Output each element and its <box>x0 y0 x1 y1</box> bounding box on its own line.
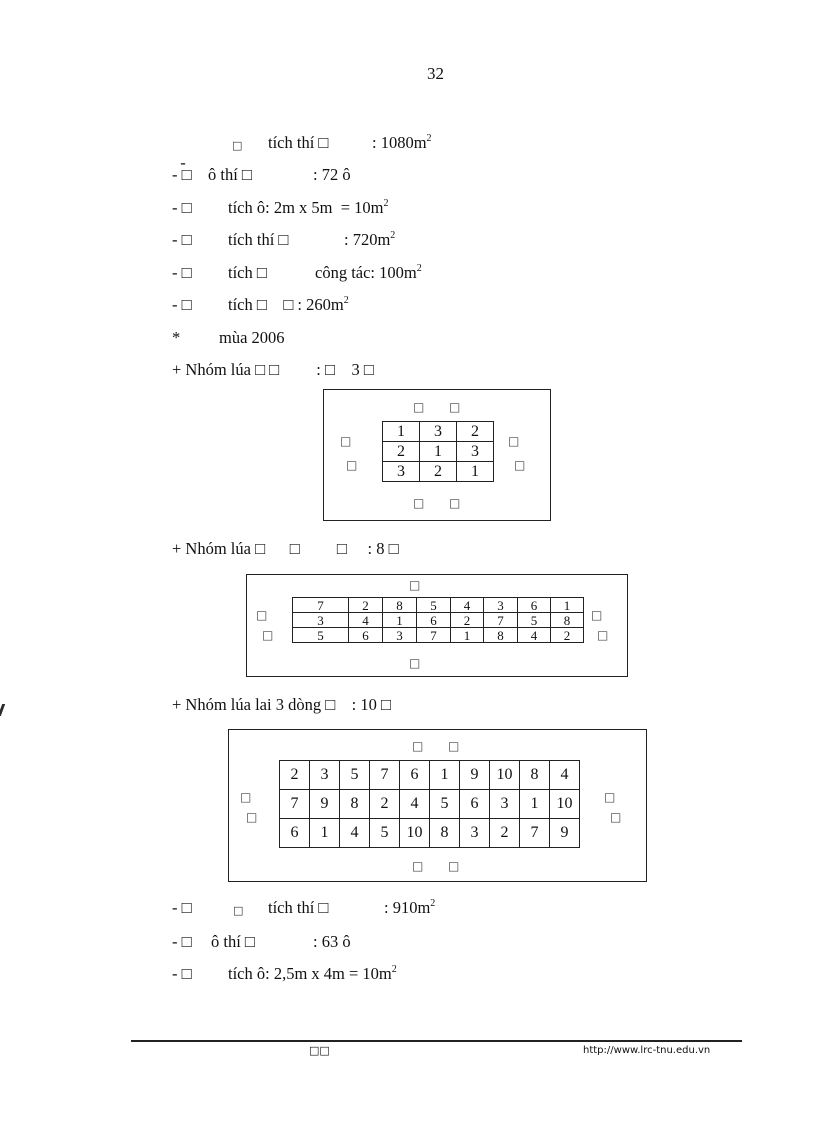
line-value: : 910m2 <box>384 898 436 917</box>
marker-icon: □ <box>449 496 461 510</box>
marker-icon: □ <box>340 434 352 448</box>
footer-code: □□ <box>309 1044 330 1057</box>
line-text: tích thí □ <box>268 898 329 917</box>
group3-heading: + Nhóm lúa lai 3 dòng □ : 10 □ <box>172 695 391 714</box>
marker-icon: □ <box>256 608 268 622</box>
missing-glyph-icon: □ <box>232 139 243 152</box>
marker-icon: □ <box>508 434 520 448</box>
bullet-line-plot-size-2-prefix: - □ <box>172 964 192 983</box>
page-number: 32 <box>427 64 444 83</box>
group1-heading: + Nhóm lúa □ □ : □ 3 □ <box>172 360 374 379</box>
line-text: tích ô: 2m x 5m = 10m2 <box>228 198 389 217</box>
marker-icon: □ <box>409 656 421 670</box>
marker-icon: □ <box>514 458 526 472</box>
bullet-line-other-area-prefix: - □ <box>172 295 192 314</box>
line-value: : 63 ô <box>313 932 351 951</box>
marker-icon: □ <box>448 739 460 753</box>
group2-field-frame <box>246 574 628 677</box>
line-text: ô thí □ <box>208 165 252 184</box>
footer-rule <box>131 1040 742 1042</box>
bullet-line-work-area-prefix: - □ <box>172 263 192 282</box>
line-text: tích thí □ <box>268 133 329 152</box>
marker-icon: □ <box>346 458 358 472</box>
line-text: tích □ □ : 260m2 <box>228 295 349 314</box>
scan-edge-mark <box>0 704 6 716</box>
line-text: ô thí □ <box>211 932 255 951</box>
line-text: tích □ <box>228 263 267 282</box>
bullet-line-trial-area-prefix: - □ <box>172 230 192 249</box>
marker-icon: □ <box>409 578 421 592</box>
bullet-line-total-area-2-prefix: - □ <box>172 898 192 917</box>
marker-icon: □ <box>610 810 622 824</box>
bullet-line-plot-count-2-prefix: - □ <box>172 932 192 951</box>
marker-icon: □ <box>240 790 252 804</box>
line-value: : 720m2 <box>344 230 396 249</box>
marker-icon: □ <box>413 496 425 510</box>
group2-heading: + Nhóm lúa □ □ □ : 8 □ <box>172 539 399 558</box>
missing-glyph-icon: □ <box>233 904 244 917</box>
bullet-line-plot-size-prefix: - □ <box>172 198 192 217</box>
marker-icon: □ <box>262 628 274 642</box>
marker-icon: □ <box>604 790 616 804</box>
group1-field-frame <box>323 389 551 521</box>
line-text: tích thí □ <box>228 230 289 249</box>
marker-icon: □ <box>412 859 424 873</box>
bullet-line-total-area: - <box>180 153 186 172</box>
marker-icon: □ <box>597 628 609 642</box>
bullet-line-plot-count-prefix: - □ <box>172 165 192 184</box>
marker-icon: □ <box>246 810 258 824</box>
marker-icon: □ <box>448 859 460 873</box>
line-value: : 1080m2 <box>372 133 432 152</box>
season-bullet: * <box>172 328 181 347</box>
marker-icon: □ <box>591 608 603 622</box>
marker-icon: □ <box>449 400 461 414</box>
marker-icon: □ <box>413 400 425 414</box>
line-value: công tác: 100m2 <box>315 263 422 282</box>
group3-field-frame <box>228 729 647 882</box>
marker-icon: □ <box>412 739 424 753</box>
season-text: mùa 2006 <box>219 328 285 347</box>
footer-url-link[interactable]: http://www.lrc-tnu.edu.vn <box>583 1045 711 1056</box>
line-value: : 72 ô <box>313 165 351 184</box>
line-text: tích ô: 2,5m x 4m = 10m2 <box>228 964 397 983</box>
